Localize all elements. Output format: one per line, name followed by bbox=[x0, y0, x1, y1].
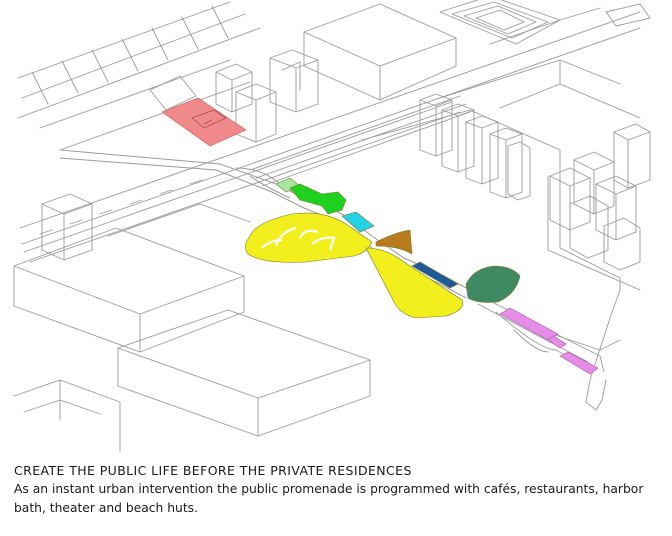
yellow-plaza-seating bbox=[261, 226, 336, 251]
building-cluster-right bbox=[547, 123, 651, 291]
caption-body: As an instant urban intervention the pub… bbox=[14, 482, 644, 515]
rail-corridor bbox=[19, 11, 641, 263]
cyan-bar bbox=[341, 211, 375, 233]
building-stepped bbox=[439, 0, 651, 45]
building-block-bottom bbox=[117, 309, 371, 437]
blue-bar bbox=[411, 261, 459, 289]
street-grid bbox=[17, 1, 261, 151]
dark-green-pavilion bbox=[465, 265, 521, 303]
building-top-center bbox=[281, 3, 457, 101]
red-building-block bbox=[161, 97, 247, 147]
building-block-large bbox=[13, 203, 251, 353]
building-left-tall bbox=[41, 193, 93, 261]
building-block-bottom-left bbox=[13, 379, 121, 453]
building-towers-right bbox=[419, 59, 641, 201]
building-towers-left bbox=[215, 49, 319, 143]
yellow-plaza-upper bbox=[245, 212, 373, 263]
pink-beach-huts bbox=[499, 307, 599, 375]
red-block-detail bbox=[191, 109, 227, 129]
brown-theater-wedge bbox=[375, 229, 413, 255]
open-site bbox=[361, 109, 621, 411]
caption-title: CREATE THE PUBLIC LIFE BEFORE THE PRIVAT… bbox=[14, 463, 412, 478]
yellow-plaza-lower bbox=[365, 247, 463, 319]
caption: CREATE THE PUBLIC LIFE BEFORE THE PRIVAT… bbox=[14, 462, 664, 517]
isometric-site-diagram bbox=[13, 0, 651, 453]
green-ramp bbox=[289, 183, 347, 215]
